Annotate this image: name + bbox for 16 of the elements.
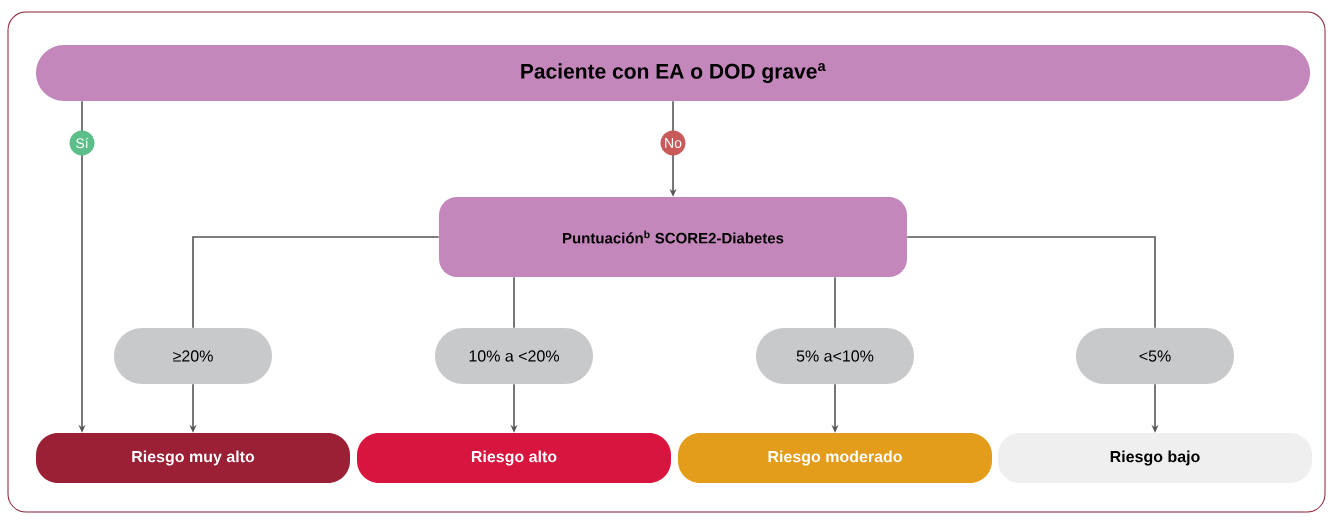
connector [906, 236, 1156, 329]
result-box: Riesgo moderado [678, 433, 992, 483]
process-box: Puntuación$^{b}$ SCORE2-Diabetes [439, 197, 907, 277]
edge-label: No [660, 130, 686, 156]
connector [192, 236, 440, 329]
range-pill: 5% a<10% [756, 328, 914, 384]
connector [513, 276, 515, 329]
result-box: Riesgo bajo [998, 433, 1312, 483]
result-box: Riesgo muy alto [36, 433, 350, 483]
edge-label: Sí [69, 130, 95, 156]
start-banner: Paciente con EA o DOD grave$^{a}$ [36, 45, 1310, 101]
connector [834, 276, 836, 329]
range-pill: 10% a <20% [435, 328, 593, 384]
result-box: Riesgo alto [357, 433, 671, 483]
range-pill: <5% [1076, 328, 1234, 384]
range-pill: ≥20% [114, 328, 272, 384]
